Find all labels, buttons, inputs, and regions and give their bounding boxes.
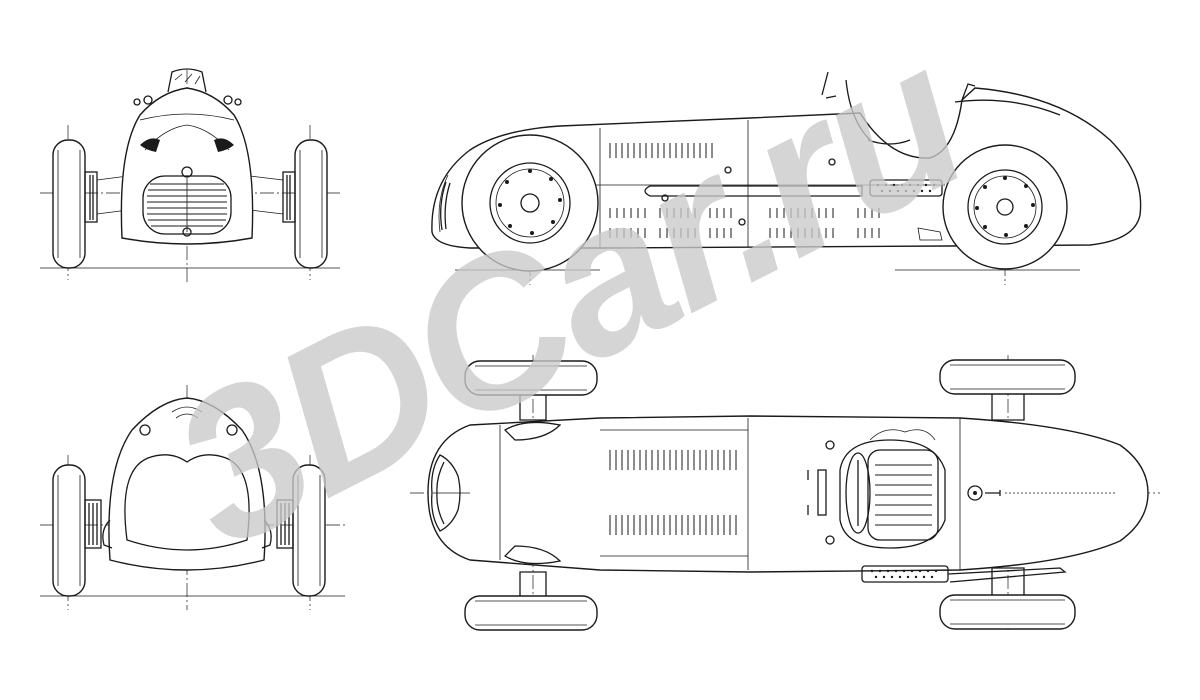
top-view — [410, 355, 1160, 631]
rear-view — [40, 385, 345, 610]
front-view — [40, 68, 340, 285]
side-view — [431, 71, 1142, 285]
